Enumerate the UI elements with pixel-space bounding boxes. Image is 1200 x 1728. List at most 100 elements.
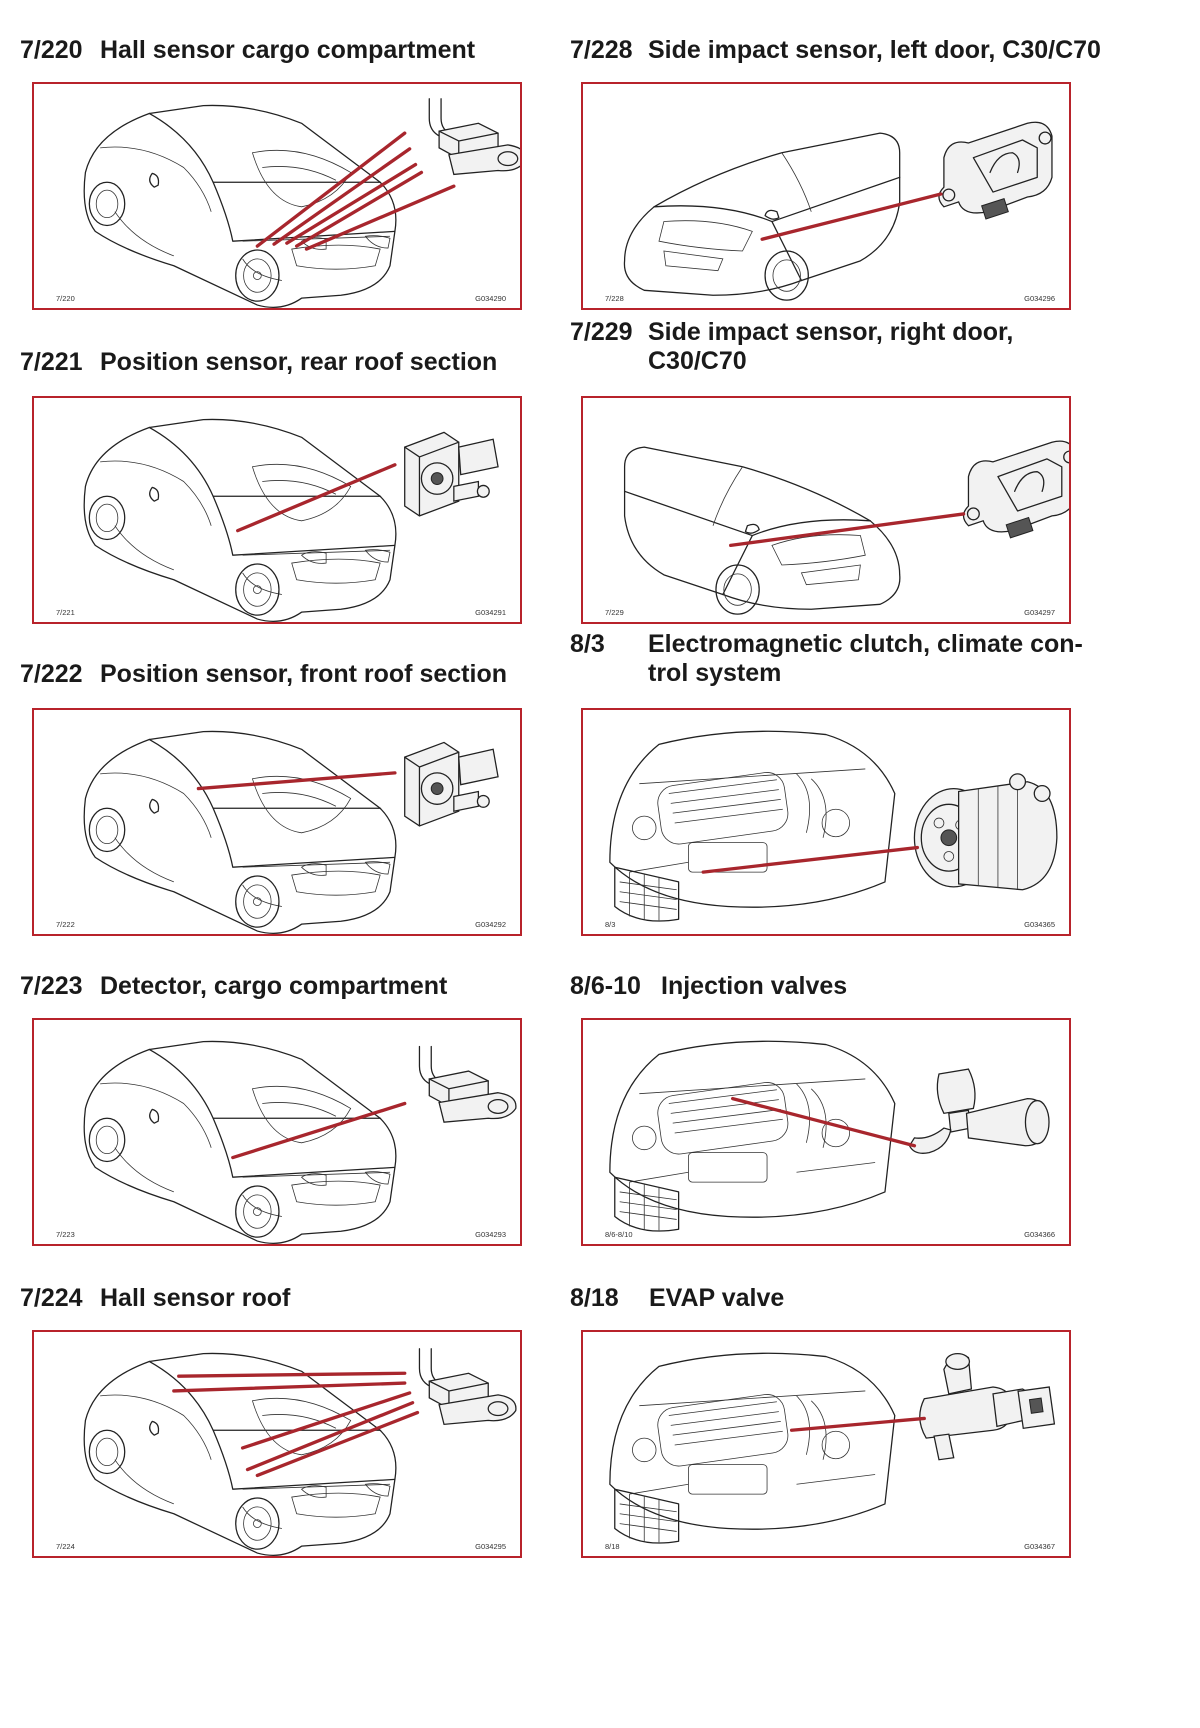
leader-line xyxy=(240,1391,412,1450)
side-impact-sensor-icon xyxy=(962,440,1069,539)
figure-panel-7-229: 7/229 G034297 xyxy=(581,396,1071,624)
section-heading-8-6-10: 8/6-10 Injection valves xyxy=(570,970,1190,1002)
section-number: 7/223 xyxy=(20,972,83,1000)
figure-panel-7-222: 7/222 G034292 xyxy=(32,708,522,936)
section-number: 7/220 xyxy=(20,36,83,64)
figure-panel-7-223: 7/223 G034293 xyxy=(32,1018,522,1246)
figure-7-222 xyxy=(83,730,499,934)
figure-caption-left: 8/3 xyxy=(605,920,616,929)
section-title: Side impact sensor, left door, C30/C70 xyxy=(648,36,1101,64)
section-heading-7-220: 7/220 Hall sensor cargo compartment xyxy=(20,34,540,66)
figure-caption-right: G034291 xyxy=(475,608,506,617)
convertible-car-rear-illustration xyxy=(83,1040,397,1244)
engine-bay-illustration xyxy=(609,730,896,922)
figure-panel-8-3: 8/3 G034365 xyxy=(581,708,1071,936)
leader-line xyxy=(177,1371,407,1378)
section-heading-8-18: 8/18 EVAP valve xyxy=(570,1282,1190,1314)
section-number: 7/221 xyxy=(20,348,83,376)
figure-caption-right: G034365 xyxy=(1024,920,1055,929)
section-heading-7-221: 7/221 Position sensor, rear roof section xyxy=(20,346,540,378)
leader-line xyxy=(730,1096,917,1148)
front-car-illustration xyxy=(623,446,901,615)
fuel-injector-icon xyxy=(908,1068,1050,1154)
leader-line xyxy=(231,1101,407,1160)
section-heading-7-223: 7/223 Detector, cargo compartment xyxy=(20,970,540,1002)
position-sensor-icon xyxy=(404,431,499,517)
figure-panel-7-221: 7/221 G034291 xyxy=(32,396,522,624)
section-number: 8/3 xyxy=(570,630,605,658)
leader-line xyxy=(272,147,412,246)
leader-line xyxy=(760,192,943,241)
figure-caption-left: 7/223 xyxy=(56,1230,75,1239)
leader-line xyxy=(285,162,418,245)
engine-bay-illustration xyxy=(609,1040,896,1232)
figure-7-223 xyxy=(83,1040,517,1244)
side-impact-sensor-icon xyxy=(938,121,1053,220)
leader-line xyxy=(304,184,456,251)
evap-valve-icon xyxy=(919,1352,1056,1461)
section-number: 7/228 xyxy=(570,36,633,64)
section-title: Hall sensor cargo compartment xyxy=(100,36,476,64)
leader-line xyxy=(236,463,397,533)
front-car-illustration xyxy=(623,132,901,301)
figure-panel-8-18: 8/18 G034367 xyxy=(581,1330,1071,1558)
section-title: Hall sensor roof xyxy=(100,1284,291,1312)
figure-caption-right: G034296 xyxy=(1024,294,1055,303)
figure-caption-right: G034366 xyxy=(1024,1230,1055,1239)
leader-line xyxy=(255,131,407,248)
figure-caption-left: 8/6-8/10 xyxy=(605,1230,633,1239)
section-number: 7/224 xyxy=(20,1284,83,1312)
figure-caption-right: G034290 xyxy=(475,294,506,303)
figure-7-220 xyxy=(83,98,520,308)
leader-line xyxy=(255,1410,420,1478)
figure-caption-left: 7/229 xyxy=(605,608,624,617)
section-heading-7-228: 7/228 Side impact sensor, left door, C30… xyxy=(570,34,1190,66)
section-title: Electromagnetic clutch, climate con- xyxy=(648,630,1083,658)
figure-7-224 xyxy=(83,1348,517,1556)
section-heading-7-229: 7/229 Side impact sensor, right door, C3… xyxy=(570,316,1190,380)
figure-caption-left: 7/220 xyxy=(56,294,75,303)
section-title: EVAP valve xyxy=(649,1284,785,1312)
figure-caption-right: G034292 xyxy=(475,920,506,929)
figure-caption-left: 7/221 xyxy=(56,608,75,617)
section-title: Position sensor, rear roof section xyxy=(100,348,498,376)
figure-panel-7-228: 7/228 G034296 xyxy=(581,82,1071,310)
section-number: 7/229 xyxy=(570,318,633,346)
section-number: 7/222 xyxy=(20,660,83,688)
figure-caption-left: 7/224 xyxy=(56,1542,75,1551)
section-heading-8-3: 8/3 Electromagnetic clutch, climate con-… xyxy=(570,628,1190,692)
section-title: Injection valves xyxy=(661,972,848,1000)
figure-8-3 xyxy=(609,730,1058,922)
hall-sensor-icon xyxy=(418,1045,517,1123)
leader-line xyxy=(701,845,920,874)
section-title: Detector, cargo compartment xyxy=(100,972,448,1000)
figure-7-221 xyxy=(83,418,499,622)
convertible-car-rear-illustration xyxy=(83,730,397,934)
figure-8-6-10 xyxy=(609,1040,1050,1232)
leader-line xyxy=(729,512,966,548)
leader-line xyxy=(172,1381,407,1393)
engine-bay-illustration xyxy=(609,1352,896,1544)
ac-compressor-icon xyxy=(913,773,1058,891)
figure-caption-right: G034367 xyxy=(1024,1542,1055,1551)
convertible-car-rear-illustration xyxy=(83,418,397,622)
section-number: 8/18 xyxy=(570,1284,619,1312)
section-heading-7-222: 7/222 Position sensor, front roof sectio… xyxy=(20,658,540,690)
figure-caption-right: G034295 xyxy=(475,1542,506,1551)
leader-line xyxy=(196,771,397,791)
figure-caption-left: 7/228 xyxy=(605,294,624,303)
figure-caption-right: G034297 xyxy=(1024,608,1055,617)
position-sensor-icon xyxy=(404,741,499,827)
figure-caption-right: G034293 xyxy=(475,1230,506,1239)
figure-caption-left: 7/222 xyxy=(56,920,75,929)
figure-panel-7-224: 7/224 G034295 xyxy=(32,1330,522,1558)
figure-8-18 xyxy=(609,1352,1056,1544)
section-title-line2: trol system xyxy=(648,659,782,687)
section-number: 8/6-10 xyxy=(570,972,641,1000)
figure-7-229 xyxy=(623,440,1069,615)
section-title-line2: C30/C70 xyxy=(648,347,747,375)
figure-panel-8-6-10: 8/6-8/10 G034366 xyxy=(581,1018,1071,1246)
section-title: Position sensor, front roof section xyxy=(100,660,507,688)
figure-7-228 xyxy=(623,121,1053,301)
figure-caption-left: 8/18 xyxy=(605,1542,620,1551)
